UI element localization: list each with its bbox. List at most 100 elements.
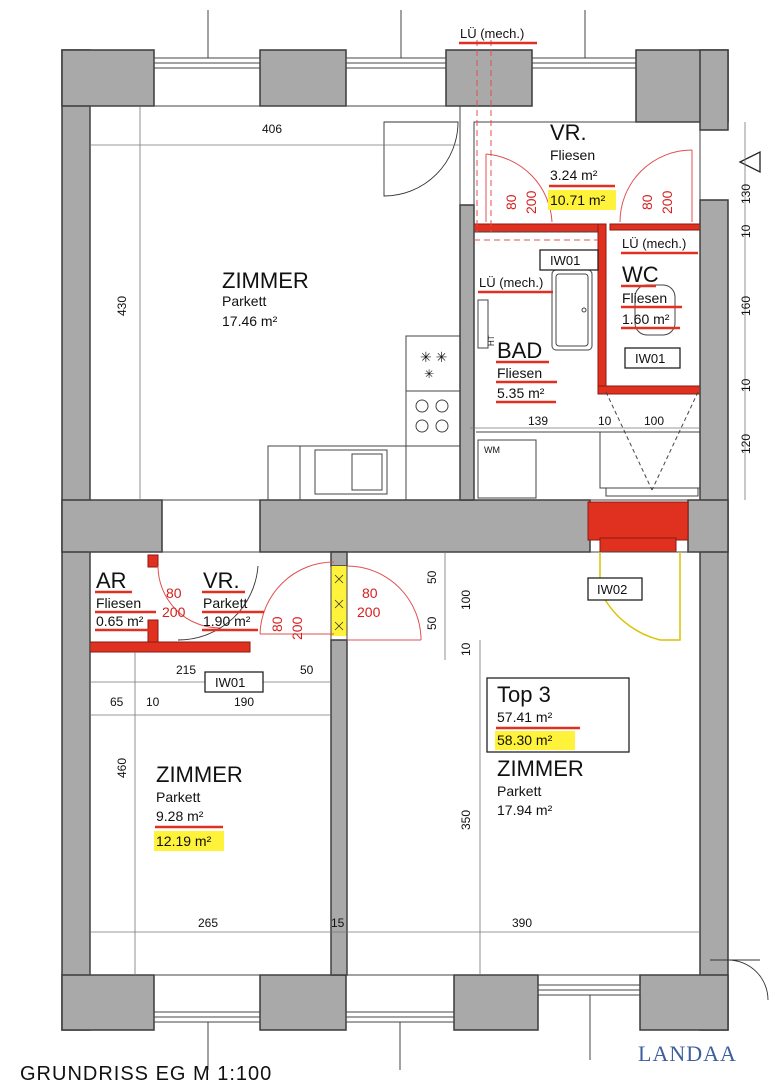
fixture-wm: WM [484, 445, 500, 455]
room-area: 17.94 m² [497, 802, 553, 818]
svg-text:65: 65 [110, 695, 124, 709]
tag-iw01-bath: IW01 [550, 253, 580, 268]
wall-top-3 [445, 49, 533, 107]
dimension-labels: 406 430 130 10 160 10 120 139 10 100 215… [110, 122, 753, 930]
room-floor: Parkett [203, 595, 247, 611]
wall-bottom-2 [259, 974, 347, 1031]
vent-label-bad: LÜ (mech.) [479, 275, 543, 290]
svg-text:120: 120 [739, 434, 753, 454]
vent-label-top: LÜ (mech.) [460, 26, 524, 41]
svg-text:80: 80 [639, 194, 655, 210]
room-zimmer-top-left: ZIMMER Parkett 17.46 m² [222, 268, 309, 329]
room-area: 5.35 m² [497, 385, 545, 401]
room-area: 1.60 m² [622, 311, 670, 327]
room-area: 9.28 m² [156, 808, 204, 824]
tag-iw01-wc: IW01 [635, 351, 665, 366]
room-area: 0.65 m² [96, 613, 144, 629]
svg-text:200: 200 [357, 604, 381, 620]
svg-text:✳: ✳ [424, 367, 434, 381]
room-floor: Parkett [156, 789, 200, 805]
wall-bottom-1 [61, 974, 155, 1031]
svg-text:390: 390 [512, 916, 532, 930]
svg-text:215: 215 [176, 663, 196, 677]
new-walls [89, 223, 701, 653]
svg-text:50: 50 [300, 663, 314, 677]
svg-text:15: 15 [331, 916, 345, 930]
svg-text:460: 460 [115, 758, 129, 778]
room-name: ZIMMER [156, 762, 243, 787]
svg-text:80: 80 [362, 585, 378, 601]
svg-text:200: 200 [289, 616, 305, 640]
vent-lines [474, 40, 598, 241]
unit-area-gross: 58.30 m² [497, 732, 553, 748]
unit-box: Top 3 57.41 m² 58.30 m² [486, 677, 630, 753]
svg-text:265: 265 [198, 916, 218, 930]
room-wc: WC Fliesen 1.60 m² [621, 262, 682, 330]
svg-text:100: 100 [644, 414, 664, 428]
svg-text:10: 10 [459, 642, 473, 656]
room-bad: BAD Fliesen 5.35 m² [496, 338, 557, 404]
fixture-ht: HT [487, 335, 496, 346]
room-vr-bottom: VR. Parkett 1.90 m² [202, 568, 264, 632]
room-area-gross: 10.71 m² [550, 192, 606, 208]
svg-text:50: 50 [425, 570, 439, 584]
room-ar: AR Fliesen 0.65 m² [95, 568, 156, 632]
room-floor: Fliesen [622, 290, 667, 306]
svg-text:200: 200 [659, 190, 675, 214]
tag-iw01-vr: IW01 [215, 675, 245, 690]
plan-caption: GRUNDRISS EG M 1:100 [20, 1063, 272, 1080]
room-floor: Parkett [497, 783, 541, 799]
walls [61, 49, 729, 1031]
room-floor: Fliesen [96, 595, 141, 611]
room-name: AR [96, 568, 127, 593]
door-jamb-highlight [331, 566, 347, 636]
wall-interior-top [459, 204, 475, 501]
wall-top-1 [61, 49, 155, 107]
svg-text:80: 80 [269, 616, 285, 632]
windows [153, 10, 641, 1070]
unit-label: Top 3 [497, 682, 551, 707]
svg-text:10: 10 [598, 414, 612, 428]
svg-text:10: 10 [739, 378, 753, 392]
svg-text:130: 130 [739, 184, 753, 204]
wall-interior-bottom-top [330, 551, 348, 567]
doors [157, 121, 769, 1001]
kitchen: ✳ ✳ ✳ [267, 335, 461, 501]
room-area: 1.90 m² [203, 613, 251, 629]
svg-text:80: 80 [503, 194, 519, 210]
room-floor: Fliesen [550, 147, 595, 163]
stair-arrow-icon [738, 150, 761, 174]
wall-right [699, 199, 729, 1031]
wall-middle-left [61, 499, 163, 553]
svg-text:10: 10 [739, 224, 753, 238]
door-size-labels: 80 200 80 200 80 200 80 200 80 200 [162, 190, 675, 640]
room-area: 3.24 m² [550, 167, 598, 183]
room-area-gross: 12.19 m² [156, 833, 212, 849]
svg-text:200: 200 [523, 190, 539, 214]
room-name: WC [622, 262, 659, 287]
room-name: BAD [497, 338, 542, 363]
svg-text:100: 100 [459, 590, 473, 610]
brand-logo: LANDAA [638, 1041, 737, 1066]
vent-label-wc: LÜ (mech.) [622, 236, 686, 251]
tag-iw02: IW02 [597, 582, 627, 597]
wall-bottom-3 [453, 974, 539, 1031]
wall-right-top [699, 49, 729, 131]
room-zimmer-bottom-left: ZIMMER Parkett 9.28 m² 12.19 m² [154, 762, 243, 851]
wall-middle-center [259, 499, 591, 553]
room-name: ZIMMER [497, 756, 584, 781]
svg-text:350: 350 [459, 810, 473, 830]
svg-text:80: 80 [166, 585, 182, 601]
unit-area-net: 57.41 m² [497, 709, 553, 725]
room-floor: Fliesen [497, 365, 542, 381]
room-vr-top: VR. Fliesen 3.24 m² 10.71 m² [548, 120, 616, 210]
wall-top-2 [259, 49, 347, 107]
room-floor: Parkett [222, 293, 266, 309]
room-zimmer-bottom-right: ZIMMER Parkett 17.94 m² [497, 756, 584, 818]
wall-tags: IW01 IW01 IW01 IW02 [204, 249, 681, 693]
svg-text:50: 50 [425, 616, 439, 630]
svg-text:406: 406 [262, 122, 282, 136]
svg-text:200: 200 [162, 604, 186, 620]
dimension-lines [90, 106, 746, 975]
